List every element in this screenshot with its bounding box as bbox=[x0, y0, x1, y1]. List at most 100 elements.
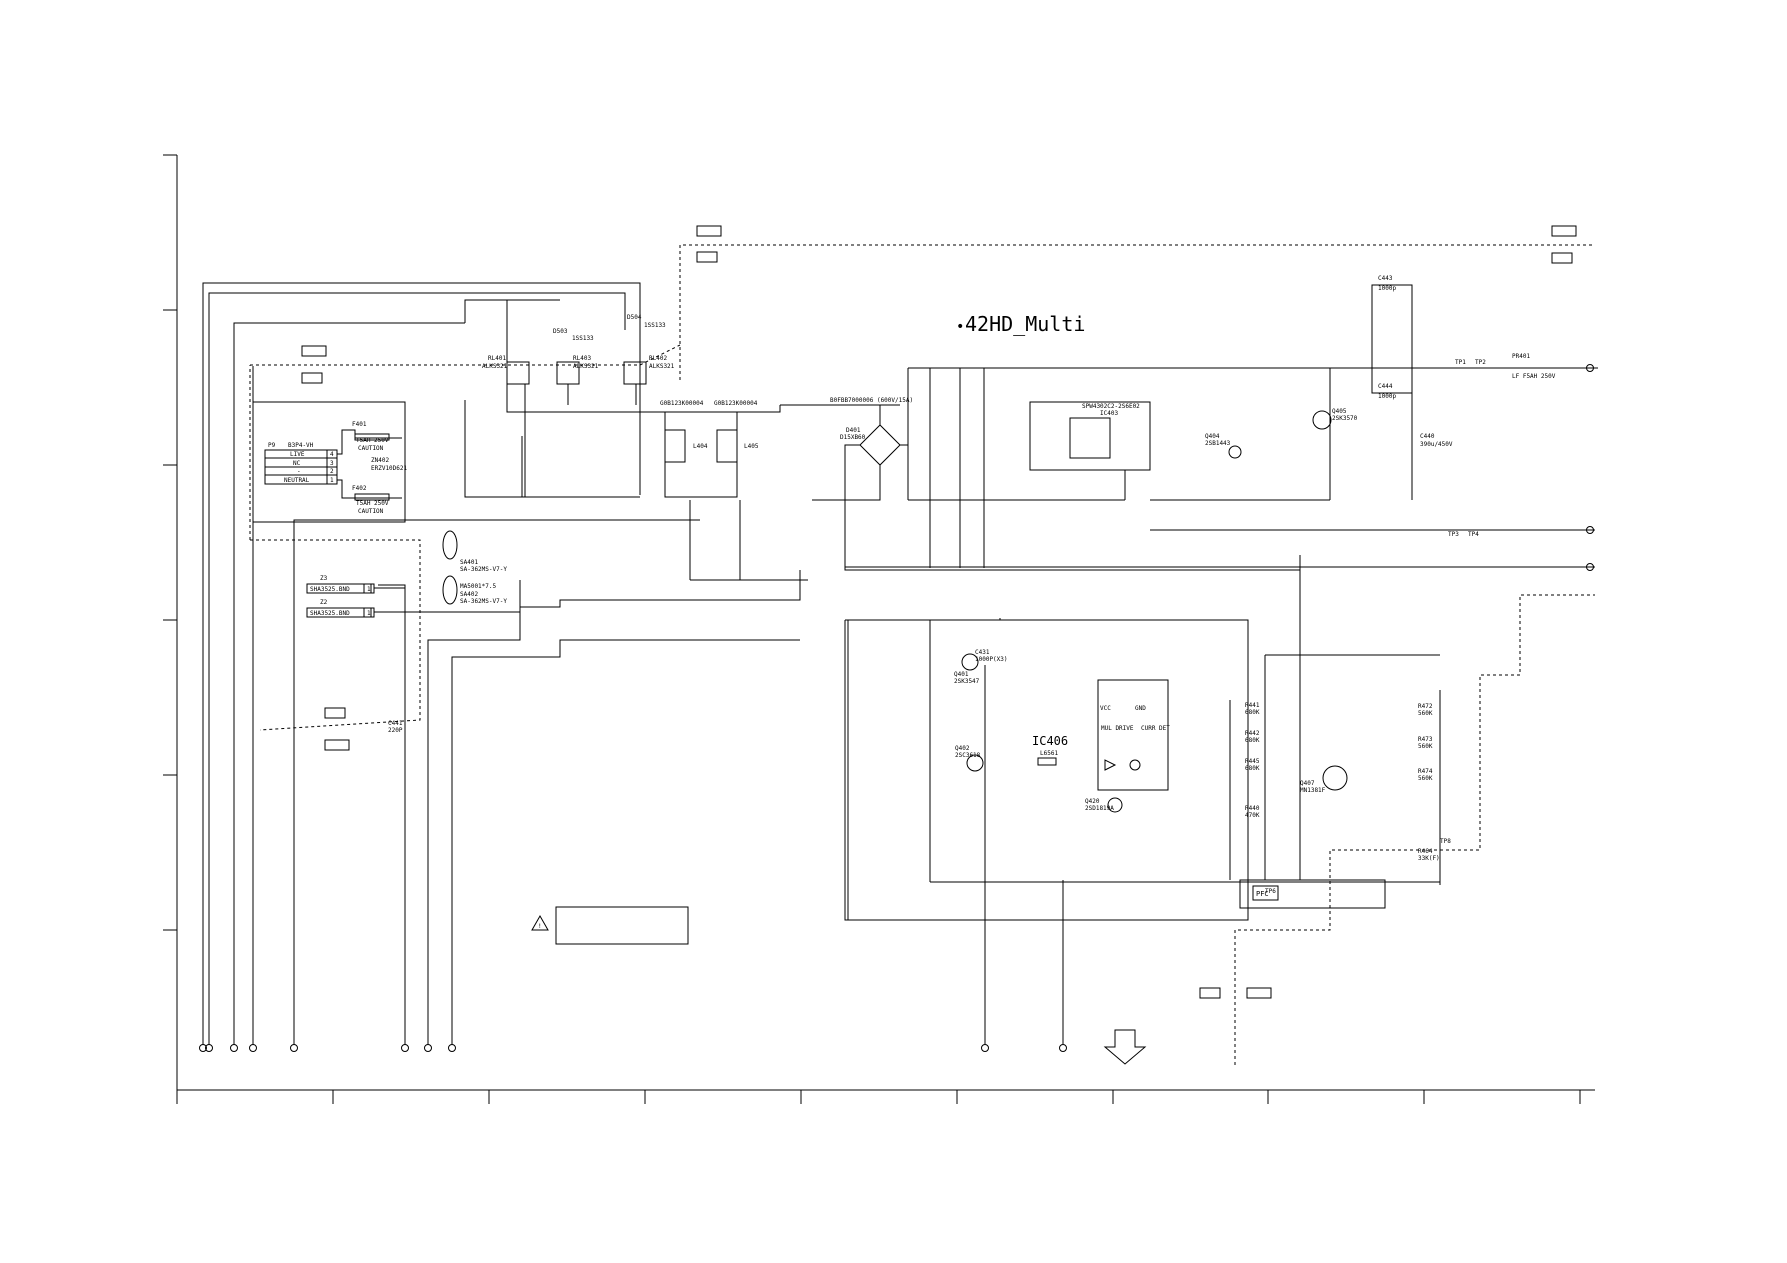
rl401-ref: RL401 bbox=[488, 355, 506, 362]
connector-p9: P9 B3P4-VH LIVE NC - NEUTRAL 4 3 2 1 F40… bbox=[252, 401, 408, 523]
r473-ref: R473 bbox=[1418, 736, 1433, 743]
z2-ref: Z2 bbox=[320, 599, 328, 606]
p9-pin-live: LIVE bbox=[290, 451, 305, 458]
fuse-pr401-rating: LF F5AH 250V bbox=[1512, 373, 1556, 380]
p9-num-4: 4 bbox=[330, 451, 334, 458]
r473-val: 560K bbox=[1418, 743, 1433, 750]
ic403-part: SPW4302C2-2S6E02 bbox=[1082, 403, 1140, 410]
d504-ref: D504 bbox=[627, 314, 642, 321]
c444-val: 1000p bbox=[1378, 393, 1396, 400]
sa402-part: SA-362MS-V7-Y bbox=[460, 598, 507, 605]
sa401-part: SA-362MS-V7-Y bbox=[460, 566, 507, 573]
r464-ref: R464 bbox=[1418, 848, 1433, 855]
d503-part: 1SS133 bbox=[572, 335, 594, 342]
title-bullet-icon: • bbox=[956, 319, 964, 335]
relay-group: RL401 ALKS321 RL403 ALKS321 RL402 ALKS32… bbox=[464, 299, 781, 498]
r445-val: 680K bbox=[1245, 765, 1260, 772]
z3-pin: 1 bbox=[367, 586, 371, 593]
r440-val: 470K bbox=[1245, 812, 1260, 819]
warning-icon: ! bbox=[538, 923, 542, 930]
ma5001-part: MA5001*7.5 bbox=[460, 583, 497, 590]
z3-label: SHA3525.BND bbox=[310, 586, 350, 593]
ic403: SPW4302C2-2S6E02 IC403 bbox=[1029, 401, 1151, 471]
gas-tubes: SA401 SA-362MS-V7-Y SA402 SA-362MS-V7-Y … bbox=[442, 530, 507, 605]
lower-left-wiring: C441 220P bbox=[388, 620, 1230, 921]
d401-ref: D401 bbox=[846, 427, 861, 434]
main-rails: TP1 TP2 TP3 TP4 PR401 LF F5AH 250V bbox=[845, 353, 1598, 571]
r441-val: 680K bbox=[1245, 709, 1260, 716]
c440-val: 390u/450V bbox=[1420, 441, 1453, 448]
q405-ref: Q405 bbox=[1332, 408, 1347, 415]
sa402-ref: SA402 bbox=[460, 591, 478, 598]
r442-ref: R442 bbox=[1245, 730, 1260, 737]
choke-l404-part: G0B123K00004 bbox=[660, 400, 704, 407]
p9-pin-neutral: NEUTRAL bbox=[284, 477, 310, 484]
z2-label: SHA3525.BND bbox=[310, 610, 350, 617]
sa401-ref: SA401 bbox=[460, 559, 478, 566]
z3-ref: Z3 bbox=[320, 575, 328, 582]
c431-val: 1000P(X3) bbox=[975, 656, 1008, 663]
ref-boxes bbox=[301, 225, 1577, 999]
c441-ref: C441 bbox=[388, 720, 403, 727]
r440-ref: R440 bbox=[1245, 805, 1260, 812]
sheet-frame bbox=[163, 154, 1595, 1104]
ic406-gnd-label: GND bbox=[1135, 705, 1146, 712]
ic406-curr-label: CURR DET bbox=[1141, 725, 1170, 732]
q420-ref: Q420 bbox=[1085, 798, 1100, 805]
r474-ref: R474 bbox=[1418, 768, 1433, 775]
pfc-section: MUL DRIVE CURR DET VCC GND IC406 L6561 Q… bbox=[845, 555, 1451, 921]
board-title: 42HD_Multi bbox=[965, 312, 1085, 336]
q401-part: 2SK3547 bbox=[954, 678, 980, 685]
c440-ref: C440 bbox=[1420, 433, 1435, 440]
p9-pin-nc: NC bbox=[293, 460, 301, 467]
p9-part: B3P4-VH bbox=[288, 442, 314, 449]
down-arrow-icon bbox=[1103, 1029, 1147, 1065]
rl402-ref: RL402 bbox=[649, 355, 667, 362]
p9-num-2: 2 bbox=[330, 468, 334, 475]
fuse-f402-rating: T5AH 250V bbox=[356, 500, 389, 507]
fuse-f402-ref: F402 bbox=[352, 485, 367, 492]
c443-val: 1000p bbox=[1378, 285, 1396, 292]
rl401-part: ALKS321 bbox=[482, 363, 508, 370]
tp3-label: TP3 bbox=[1448, 531, 1459, 538]
r464-val: 33K(F) bbox=[1418, 855, 1440, 862]
c431-ref: C431 bbox=[975, 649, 990, 656]
c441-val: 220P bbox=[388, 727, 403, 734]
choke-l404-ref: L404 bbox=[693, 443, 708, 450]
q401-ref: Q401 bbox=[954, 671, 969, 678]
small-connectors: Z3 SHA3525.BND 1 Z2 SHA3525.BND 1 bbox=[306, 575, 521, 1045]
d401-part: D15XB60 bbox=[840, 434, 866, 441]
choke-l405-ref: L405 bbox=[744, 443, 759, 450]
z2-pin: 1 bbox=[367, 610, 371, 617]
r442-val: 680K bbox=[1245, 737, 1260, 744]
r441-ref: R441 bbox=[1245, 702, 1260, 709]
q407-ref: Q407 bbox=[1300, 780, 1315, 787]
q404-part: 2SB1443 bbox=[1205, 440, 1231, 447]
c443-ref: C443 bbox=[1378, 275, 1393, 282]
zn402-ref: ZN402 bbox=[371, 457, 389, 464]
chokes: G0B123K00004 G0B123K00004 L404 L405 bbox=[660, 400, 900, 581]
warning-box: ! bbox=[531, 906, 689, 945]
bridge-d401: B0FBB7000006 (600V/15A) D401 D15XB60 bbox=[812, 397, 1300, 571]
tp2-label: TP2 bbox=[1475, 359, 1486, 366]
r472-ref: R472 bbox=[1418, 703, 1433, 710]
tp4-label: TP4 bbox=[1468, 531, 1479, 538]
left-bus bbox=[199, 282, 1067, 1052]
choke-l405-part: G0B123K00004 bbox=[714, 400, 758, 407]
snubber-block: C443 1000p C444 1000p C440 390u/450V bbox=[1371, 275, 1453, 500]
q404-ref: Q404 bbox=[1205, 433, 1220, 440]
rl403-ref: RL403 bbox=[573, 355, 591, 362]
d503-ref: D503 bbox=[553, 328, 568, 335]
pfc-label: PFC bbox=[1256, 890, 1269, 898]
bridge-part-label: B0FBB7000006 (600V/15A) bbox=[830, 397, 913, 404]
fuse-f401-caution: CAUTION bbox=[358, 445, 384, 452]
q404-q405: Q404 2SB1443 Q405 2SK3570 bbox=[1205, 408, 1358, 459]
rl402-part: ALKS321 bbox=[649, 363, 675, 370]
q420-part: 2SD1819A bbox=[1085, 805, 1114, 812]
p9-pin-dash: - bbox=[297, 468, 301, 475]
ic406-part: L6561 bbox=[1040, 750, 1058, 757]
fuse-f402-caution: CAUTION bbox=[358, 508, 384, 515]
ic406-mult-label: MUL DRIVE bbox=[1101, 725, 1134, 732]
tp6-label: TP6 bbox=[1265, 888, 1276, 895]
